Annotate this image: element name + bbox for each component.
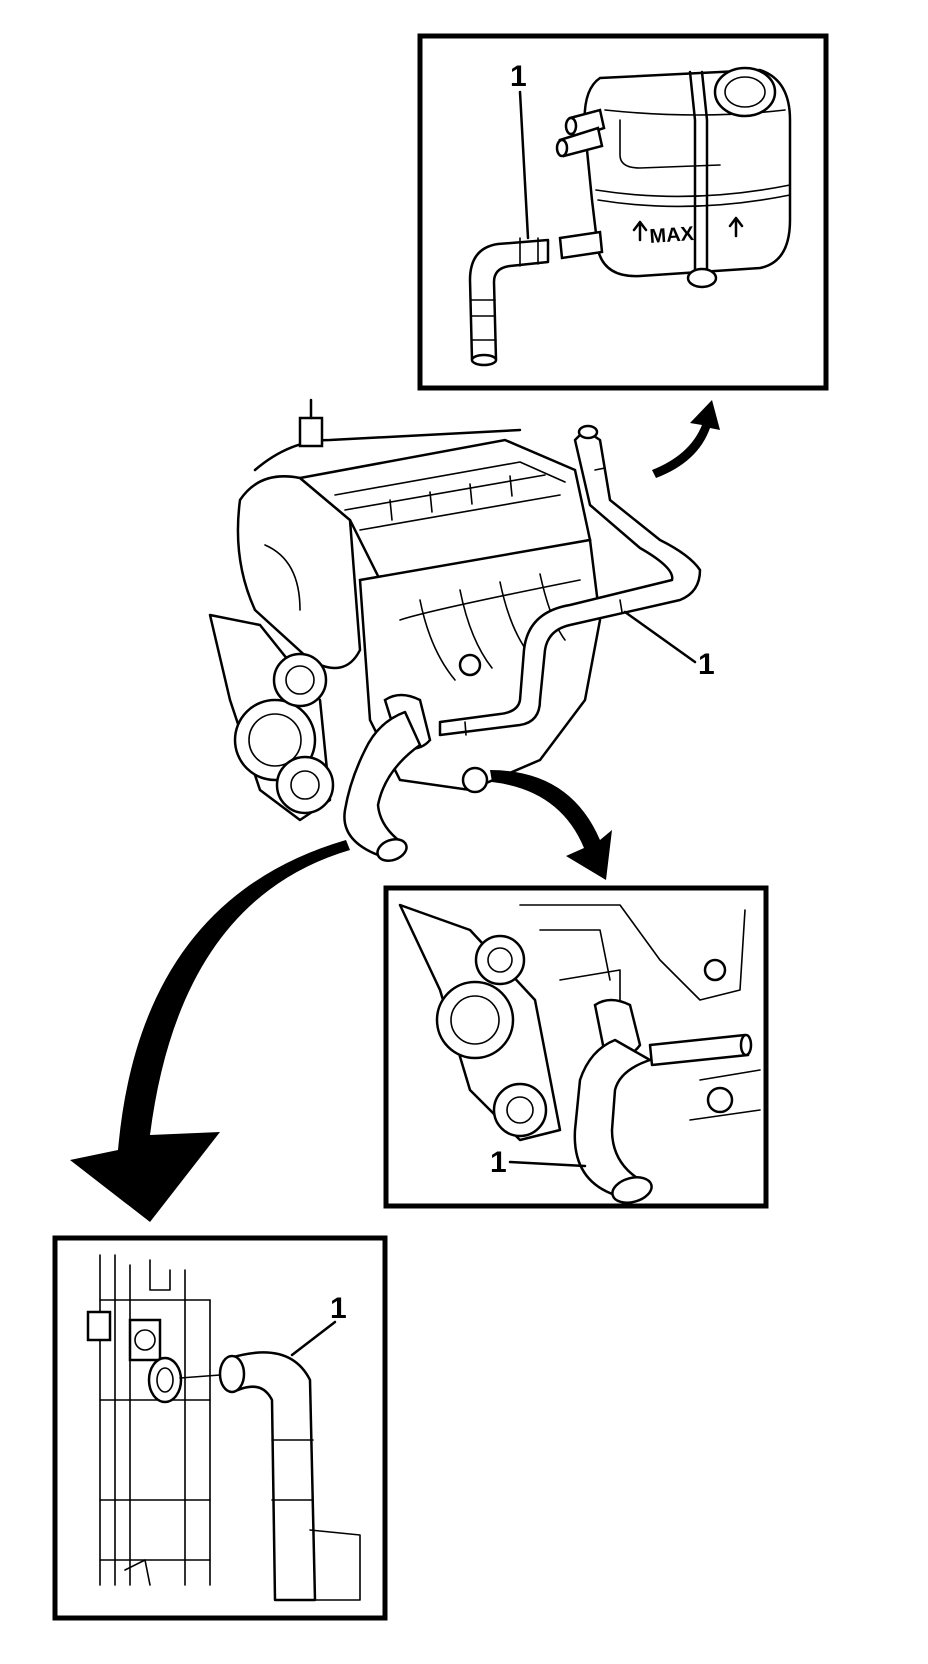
surge-tank-hose (438, 428, 702, 737)
radiator-inset-frame (52, 1235, 388, 1621)
water-pump-pulley (275, 755, 335, 815)
reservoir-cap (713, 66, 777, 118)
radiator-inset: 1 (52, 1235, 388, 1621)
main-callout: 1 (698, 648, 715, 681)
reservoir-inset: MAX 1 (417, 33, 829, 391)
radiator-tank (99, 1254, 211, 1586)
outlet-hose-inset (573, 1038, 652, 1197)
radiator-hose (228, 1351, 317, 1602)
engine-outlet-hose (343, 710, 422, 857)
arrow-to-outlet-inset (490, 770, 612, 880)
engine-assembly: 1 (208, 398, 715, 862)
engine-outlet-inset-frame (383, 885, 769, 1209)
arrow-to-radiator-inset (70, 840, 350, 1222)
intake-manifold (419, 573, 566, 681)
mount-boss (461, 766, 489, 794)
radiator-callout: 1 (330, 1292, 347, 1325)
outlet-callout: 1 (490, 1146, 507, 1179)
radiator-outlet (147, 1356, 183, 1404)
reservoir-level-mark: MAX (649, 223, 696, 248)
reservoir-callout: 1 (510, 60, 527, 93)
engine-outlet-inset: 1 (383, 885, 769, 1209)
reservoir-inset-frame (417, 33, 829, 391)
timing-cover (236, 475, 362, 670)
arrow-to-reservoir-inset (652, 400, 720, 478)
idler-pulley (272, 652, 328, 708)
